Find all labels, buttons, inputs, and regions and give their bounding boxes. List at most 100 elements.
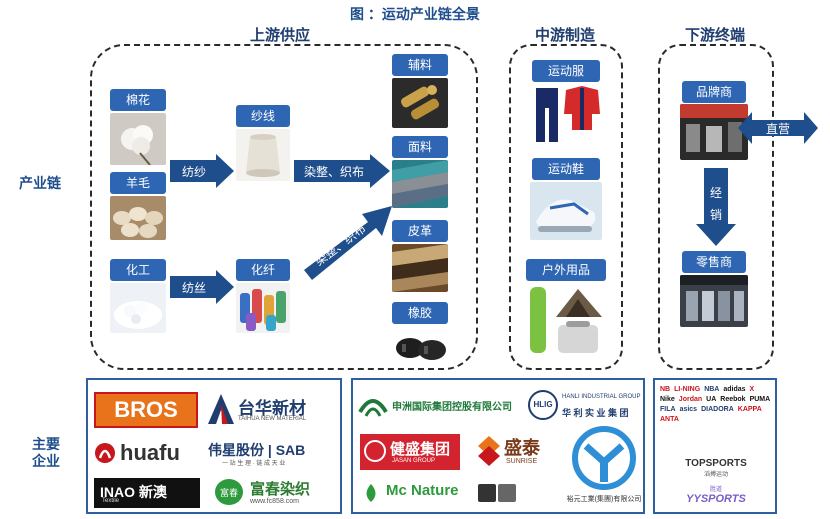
yysports-name: YYSPORTS <box>686 493 746 505</box>
huali-mark: HLIG <box>528 390 558 420</box>
weixing-name: 伟星股份 | SAB <box>208 442 306 458</box>
inao-logo: INAO 新澳 Textile <box>94 478 200 508</box>
brand-image <box>680 104 748 160</box>
brand-logo: PUMA <box>749 396 771 403</box>
upstream-box <box>90 44 478 370</box>
inao-name: INAO 新澳 <box>100 484 167 500</box>
mcnature-logo: Mc Nature <box>360 478 516 508</box>
bros-logo: BROS <box>94 392 198 428</box>
distribution-arrow <box>696 168 736 246</box>
downstream-box <box>658 44 774 370</box>
retailer-image <box>680 275 748 327</box>
brand-logo: NB <box>660 386 671 393</box>
distribution-text: 经销 <box>709 186 722 222</box>
huafu-logo: huafu <box>94 438 200 468</box>
huafu-name: huafu <box>120 440 180 465</box>
huali-cn: 华 利 实 业 集 团 <box>562 408 629 418</box>
taihua-sub: TAIHUA NEW MATERIAL <box>238 416 307 422</box>
wool-image <box>110 196 166 240</box>
dye-weave-text-1: 染整、织布 <box>303 165 364 179</box>
huali-sub: HANLI INDUSTRIAL GROUP <box>562 394 641 400</box>
taihua-name: 台华新材 <box>238 399 306 418</box>
spin-yarn-arrow <box>170 154 234 188</box>
downstream-title: 下游终端 <box>684 27 745 44</box>
fuchun-sub: www.fc858.com <box>250 498 300 505</box>
fiber-label: 化纤 <box>236 259 290 281</box>
downstream-companies-panel <box>653 378 777 514</box>
fabric-label: 面料 <box>392 136 448 158</box>
fuchun-logo: 富春 富春染织 www.fc858.com <box>214 476 338 510</box>
direct-arrow <box>738 112 818 144</box>
shengtai-name: 盛泰 <box>504 438 540 458</box>
accessory-label: 辅料 <box>392 54 448 76</box>
yysports-logo: 胜道 YYSPORTS <box>660 484 772 505</box>
cotton-label: 棉花 <box>110 89 166 111</box>
yarn-image <box>236 129 290 181</box>
brand-logo: Jordan <box>678 396 703 403</box>
topsports-name: TOPSPORTS <box>685 458 747 469</box>
mcnature-name: Mc Nature <box>386 482 459 499</box>
brand-logo: X <box>749 386 755 393</box>
outdoor-label: 户外用品 <box>526 259 606 281</box>
companies-label: 主要企业 <box>32 436 60 469</box>
cotton-image <box>110 113 166 165</box>
upstream-title: 上游供应 <box>249 27 310 44</box>
leather-image <box>392 244 448 292</box>
retailer-label: 零售商 <box>682 251 746 273</box>
rubber-label: 橡胶 <box>392 302 448 324</box>
weixing-sub: 一 站 生 理 · 链 成 天 业 <box>222 461 286 467</box>
shenzhou-logo: 申洲国际集团控股有限公司 <box>358 388 524 424</box>
jiansheng-logo: 健盛集团 JASAN GROUP <box>360 434 460 470</box>
direct-text: 直营 <box>765 122 790 136</box>
leather-label: 皮革 <box>392 220 448 242</box>
yarn-label: 纱线 <box>236 105 290 127</box>
topsports-cn: 滔搏运动 <box>703 472 728 478</box>
fabric-image <box>392 160 448 208</box>
brand-logo: DIADORA <box>701 406 734 413</box>
outdoor-image <box>526 283 606 359</box>
fiber-image <box>236 283 290 333</box>
taihua-logo: 台华新材 TAIHUA NEW MATERIAL <box>208 390 336 430</box>
shoes-image <box>530 182 602 240</box>
brand-logo: ANTA <box>660 416 679 423</box>
brand-logo: Nike <box>660 396 675 403</box>
brand-logos: NB LI-NING NBA adidas X Nike Jordan UA R… <box>660 386 772 450</box>
brand-label: 品牌商 <box>682 81 746 103</box>
brand-logo: LI-NING <box>674 386 701 393</box>
page-title: 图 ：运动产业链全景 <box>350 6 480 22</box>
topsports-logo: TOPSPORTS 滔搏运动 <box>660 458 772 478</box>
chemical-label: 化工 <box>110 259 166 281</box>
spin-yarn-text: 纺纱 <box>181 165 206 179</box>
shengtai-sub: SUNRISE <box>506 458 538 465</box>
brand-logo: UA <box>706 396 717 403</box>
accessory-image <box>392 78 448 128</box>
wool-label: 羊毛 <box>110 172 166 194</box>
yueyuen-logo: 裕元工業(集團)有限公司 <box>566 426 642 510</box>
brand-logo: Reebok <box>720 396 746 403</box>
apparel-label: 运动服 <box>532 60 600 82</box>
shengtai-logo: 盛泰 SUNRISE <box>478 432 558 472</box>
midstream-title: 中游制造 <box>534 27 595 44</box>
jiansheng-name: 健盛集团 <box>390 441 451 458</box>
brand-logo: adidas <box>723 386 746 393</box>
midstream-box <box>509 44 623 370</box>
brand-logo: KAPPA <box>737 406 762 413</box>
chain-label: 产业链 <box>19 175 61 191</box>
dye-weave-arrow-2 <box>304 206 392 280</box>
brand-logo: FILA <box>660 406 676 413</box>
yueyuen-name: 裕元工業(集團)有限公司 <box>566 496 642 503</box>
dye-weave-arrow-1 <box>294 154 390 188</box>
spin-silk-text: 纺丝 <box>181 281 206 295</box>
brand-logo: NBA <box>704 386 720 393</box>
svg-text:富春: 富春 <box>220 487 238 499</box>
shoes-label: 运动鞋 <box>532 158 600 180</box>
brand-logo: asics <box>679 406 698 413</box>
inao-sub: Textile <box>102 498 120 504</box>
chemical-image <box>110 283 166 333</box>
huali-logo: HLIG HANLI INDUSTRIAL GROUP 华 利 实 业 集 团 <box>528 388 640 424</box>
yysports-cn: 胜道 <box>709 487 722 493</box>
apparel-image <box>530 84 602 144</box>
shenzhou-name: 申洲国际集团控股有限公司 <box>392 402 512 413</box>
weixing-logo: 伟星股份 | SAB 一 站 生 理 · 链 成 天 业 <box>208 438 336 468</box>
fuchun-name: 富春染织 <box>250 481 311 498</box>
